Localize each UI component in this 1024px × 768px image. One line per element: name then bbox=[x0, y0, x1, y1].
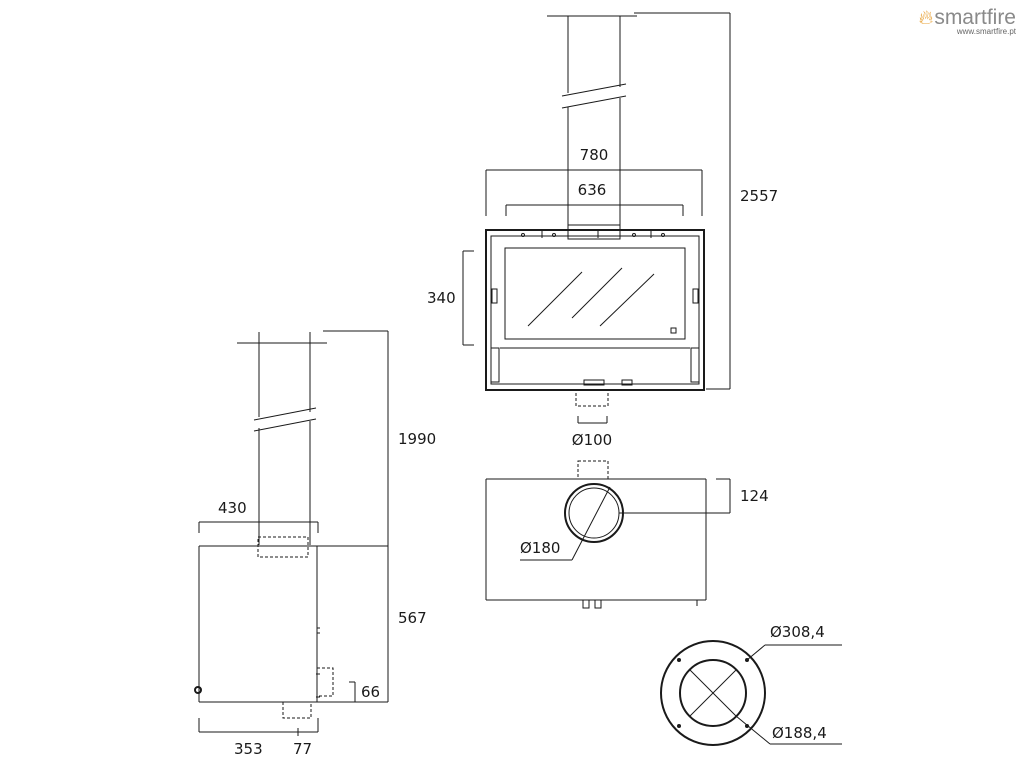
dim-body-height: 567 bbox=[398, 609, 427, 627]
dim-top-offset-label: 124 bbox=[740, 487, 769, 505]
dim-flue-diameter-label: Ø100 bbox=[572, 431, 612, 449]
brand-logo: 🔥︎smartfire www.smartfire.pt bbox=[919, 6, 1016, 36]
dim-total-height: 2557 bbox=[634, 12, 778, 390]
front-flue-pipe bbox=[547, 15, 637, 240]
dim-inner-width: 636 bbox=[505, 181, 684, 216]
dim-collar-diameter: Ø180 bbox=[520, 486, 611, 561]
dim-total-height-label: 2557 bbox=[740, 187, 778, 205]
dim-side-base-depth-label: 353 bbox=[234, 740, 263, 758]
top-collar-inner bbox=[568, 487, 620, 539]
top-view: 124 Ø180 bbox=[485, 460, 769, 609]
side-stove-body bbox=[194, 536, 388, 719]
dim-body-height-label: 567 bbox=[398, 609, 427, 627]
dim-outer-ring-diameter-label: Ø308,4 bbox=[770, 623, 825, 641]
dim-glass-height-label: 340 bbox=[427, 289, 456, 307]
dim-inlet-height: 66 bbox=[349, 681, 380, 702]
side-view: 1990 430 567 bbox=[194, 330, 436, 758]
dim-side-total-height-label: 1990 bbox=[398, 430, 436, 448]
dim-side-base: 353 77 bbox=[198, 718, 319, 758]
dim-side-depth: 430 bbox=[198, 499, 319, 533]
ring-outer-circle bbox=[660, 640, 766, 746]
dim-inner-ring-diameter: Ø188,4 bbox=[735, 715, 842, 745]
ring-detail: Ø308,4 Ø188,4 bbox=[660, 623, 842, 746]
dim-side-depth-label: 430 bbox=[218, 499, 247, 517]
dim-outer-width: 780 bbox=[485, 146, 703, 216]
dim-inlet-height-label: 66 bbox=[361, 683, 380, 701]
side-handle bbox=[194, 686, 202, 694]
top-collar-outer bbox=[564, 483, 624, 543]
dim-side-total-height: 1990 bbox=[323, 330, 436, 702]
ring-inner-circle bbox=[679, 659, 747, 727]
dim-flue-diameter: Ø100 bbox=[572, 416, 612, 449]
dim-side-inlet-depth-label: 77 bbox=[293, 740, 312, 758]
dim-top-offset: 124 bbox=[619, 478, 769, 514]
flame-icon: 🔥︎ bbox=[918, 7, 934, 29]
dim-glass-height: 340 bbox=[427, 250, 474, 346]
brand-wordmark: 🔥︎smartfire bbox=[919, 6, 1016, 30]
dim-collar-diameter-label: Ø180 bbox=[520, 539, 560, 557]
dim-outer-ring-diameter: Ø308,4 bbox=[746, 623, 842, 661]
dim-outer-width-label: 780 bbox=[580, 146, 609, 164]
dim-inner-ring-diameter-label: Ø188,4 bbox=[772, 724, 827, 742]
front-stove-body bbox=[485, 229, 705, 407]
front-view: 2557 780 636 bbox=[427, 12, 778, 449]
dim-inner-width-label: 636 bbox=[578, 181, 607, 199]
brand-name: smartfire bbox=[934, 6, 1016, 29]
side-flue-pipe bbox=[237, 332, 327, 545]
brand-url: www.smartfire.pt bbox=[956, 27, 1016, 36]
